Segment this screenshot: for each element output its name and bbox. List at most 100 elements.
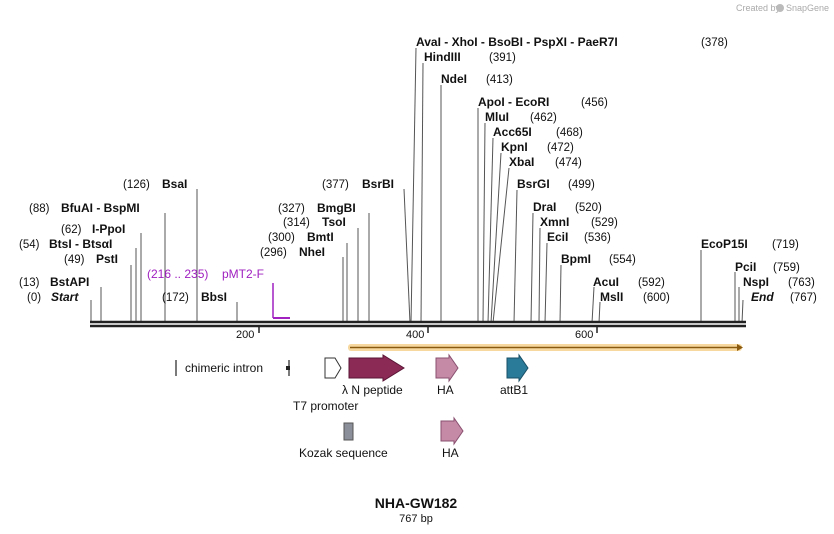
ha-2-label: HA xyxy=(442,446,459,460)
site-xmni[interactable]: XmnI xyxy=(540,215,569,229)
site-mlui[interactable]: MluI xyxy=(485,110,509,124)
cut-line-acc65i xyxy=(487,137,494,324)
site-nspi[interactable]: NspI xyxy=(743,275,769,289)
site-acc65i-pos: (468) xyxy=(556,127,583,139)
map-length: 767 bp xyxy=(399,513,433,525)
cut-line-end xyxy=(741,299,744,324)
primer-name: pMT2-F xyxy=(222,267,264,281)
site-btsi-pos: (54) xyxy=(19,239,40,251)
map-name: NHA-GW182 xyxy=(375,495,458,511)
site-drai[interactable]: DraI xyxy=(533,200,556,214)
lambda-n-arrow-icon xyxy=(348,354,405,382)
orf-bar[interactable] xyxy=(348,344,743,351)
t7-promoter-label: T7 promoter xyxy=(293,399,358,413)
site-bsrgi[interactable]: BsrGI xyxy=(517,177,550,191)
tick-label-400: 400 xyxy=(406,329,424,341)
site-bmgbi[interactable]: BmgBI xyxy=(317,201,356,215)
site-drai-pos: (520) xyxy=(575,202,602,214)
site-bfuai[interactable]: BfuAI - BspMI xyxy=(61,201,140,215)
site-i-ppoi[interactable]: I-PpoI xyxy=(92,222,125,236)
t7-promoter-arrow-icon xyxy=(324,357,342,379)
cut-line-avai xyxy=(410,47,417,324)
cut-line-xbai xyxy=(492,167,510,324)
site-btsi[interactable]: BtsI - BtsαI xyxy=(49,237,112,251)
site-msli-pos: (600) xyxy=(643,292,670,304)
snapgene-attribution: Created by SnapGene xyxy=(736,3,829,13)
site-pcii-pos: (759) xyxy=(773,262,800,274)
site-ecop15i[interactable]: EcoP15I xyxy=(701,237,748,251)
site-avai[interactable]: AvaI - XhoI - BsoBI - PspXI - PaeR7I xyxy=(416,35,618,49)
cut-line-acui xyxy=(591,286,595,324)
site-kpni-pos: (472) xyxy=(547,142,574,154)
site-bsrgi-pos: (499) xyxy=(568,179,595,191)
site-nhei[interactable]: NheI xyxy=(299,245,325,259)
site-bstapi-pos: (13) xyxy=(19,277,40,289)
feature-ha-1[interactable]: HA xyxy=(435,353,459,397)
site-end[interactable]: End xyxy=(751,290,774,304)
site-bfuai-pos: (88) xyxy=(29,203,50,215)
site-start-pos: (0) xyxy=(27,292,41,304)
intron-marker xyxy=(286,366,290,370)
site-msli[interactable]: MslI xyxy=(600,290,623,304)
site-nspi-pos: (763) xyxy=(788,277,815,289)
dna-backbone xyxy=(90,320,746,328)
attb1-label: attB1 xyxy=(500,383,528,397)
site-bbsi-pos: (172) xyxy=(162,292,189,304)
cut-line-bpmi xyxy=(559,264,562,324)
site-acui[interactable]: AcuI xyxy=(593,275,619,289)
site-apoi[interactable]: ApoI - EcoRI xyxy=(478,95,549,109)
feature-attb1[interactable]: attB1 xyxy=(500,353,529,397)
site-start[interactable]: Start xyxy=(51,290,79,304)
site-ecii[interactable]: EciI xyxy=(547,230,568,244)
feature-ha-2[interactable]: HA xyxy=(440,416,464,460)
site-bsrbi-pos: (377) xyxy=(322,179,349,191)
ha-2-arrow-icon xyxy=(440,416,464,446)
primer-pmt2-f[interactable]: (216 .. 235) pMT2-F xyxy=(147,267,290,319)
site-hindiii[interactable]: HindIII xyxy=(424,50,461,64)
cut-line-mlui xyxy=(482,122,486,324)
cut-line-kpni xyxy=(490,152,502,324)
site-bpmi[interactable]: BpmI xyxy=(561,252,591,266)
site-bpmi-pos: (554) xyxy=(609,254,636,266)
feature-lambda-n-peptide[interactable]: λ N peptide xyxy=(342,354,405,397)
cut-line-hindiii xyxy=(420,62,424,324)
site-bmti[interactable]: BmtI xyxy=(307,230,334,244)
feature-chimeric-intron[interactable]: chimeric intron xyxy=(175,360,290,376)
cut-line-drai xyxy=(530,212,534,324)
site-kpni[interactable]: KpnI xyxy=(501,140,528,154)
ha-1-label: HA xyxy=(437,383,454,397)
site-bsai[interactable]: BsaI xyxy=(162,177,187,191)
cut-line-xmni xyxy=(538,227,541,324)
site-bsrbi[interactable]: BsrBI xyxy=(362,177,394,191)
cut-line-bsrbi xyxy=(403,188,411,324)
feature-kozak-sequence[interactable]: Kozak sequence xyxy=(299,422,388,460)
site-apoi-pos: (456) xyxy=(581,97,608,109)
site-bmgbi-pos: (327) xyxy=(278,203,305,215)
site-mlui-pos: (462) xyxy=(530,112,557,124)
orf-arrow-icon xyxy=(737,344,743,351)
site-xmni-pos: (529) xyxy=(591,217,618,229)
chimeric-intron-label: chimeric intron xyxy=(185,361,263,375)
cut-line-msli xyxy=(598,301,601,324)
site-xbai-pos: (474) xyxy=(555,157,582,169)
site-psti[interactable]: PstI xyxy=(96,252,118,266)
site-tsoi[interactable]: TsoI xyxy=(322,215,346,229)
site-bsai-pos: (126) xyxy=(123,179,150,191)
site-bbsi[interactable]: BbsI xyxy=(201,290,227,304)
site-nhei-pos: (296) xyxy=(260,247,287,259)
site-bstapi[interactable]: BstAPI xyxy=(50,275,89,289)
site-ndei[interactable]: NdeI xyxy=(441,72,467,86)
primer-range: (216 .. 235) xyxy=(147,267,208,281)
kozak-label: Kozak sequence xyxy=(299,446,388,460)
site-pcii[interactable]: PciI xyxy=(735,260,756,274)
feature-t7-promoter[interactable]: T7 promoter xyxy=(293,357,358,413)
site-acui-pos: (592) xyxy=(638,277,665,289)
site-acc65i[interactable]: Acc65I xyxy=(493,125,532,139)
site-xbai[interactable]: XbaI xyxy=(509,155,534,169)
site-ecop15i-pos: (719) xyxy=(772,239,799,251)
site-ecii-pos: (536) xyxy=(584,232,611,244)
site-psti-pos: (49) xyxy=(64,254,85,266)
ha-1-arrow-icon xyxy=(435,353,459,383)
attb1-arrow-icon xyxy=(506,353,529,383)
